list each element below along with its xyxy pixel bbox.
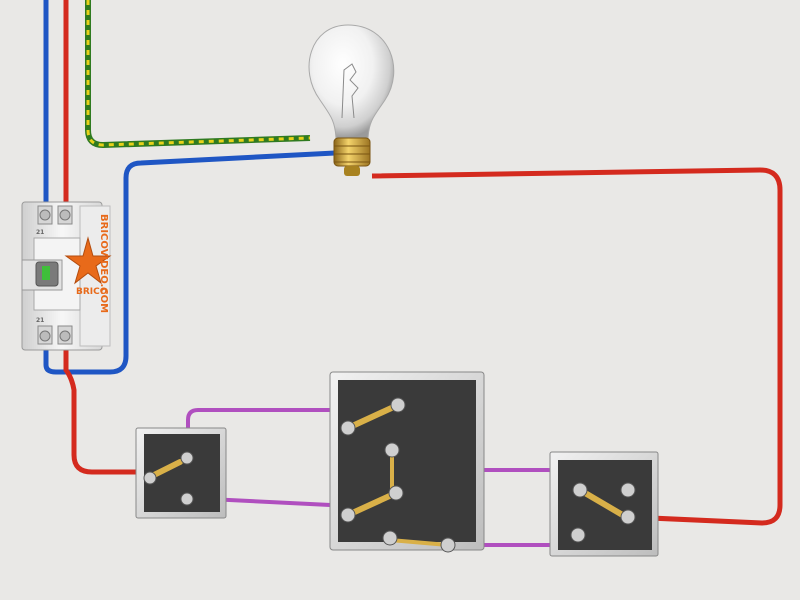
breaker-green-indicator [42,266,50,280]
terminal-screw-icon [388,485,404,501]
terminal-screw-icon [570,527,586,543]
screw-icon [39,330,51,342]
terminal-label-top: 21 [36,229,44,236]
terminal-screw-icon [143,471,157,485]
neutral-to-lamp-wire [43,150,336,375]
brand-star-logo [64,236,112,285]
terminal-screw-icon [384,442,400,458]
internal-link [389,538,449,547]
lamp-return-wire [371,167,783,526]
screw-icon [39,209,51,221]
terminal-label-bottom: 21 [36,317,44,324]
terminal-screw-icon [382,530,398,546]
earth-wire-stripes [86,0,311,147]
terminal-screw-icon [620,482,636,498]
terminal-screw-icon [340,420,356,436]
earth-wire [85,0,311,149]
light-bulb [308,24,395,176]
brand-vertical-text: BRICOVIDEO.COM [98,214,109,313]
screw-icon [59,209,71,221]
terminal-screw-icon [572,482,588,498]
switch-lever [577,487,629,520]
terminal-screw-icon [340,507,356,523]
switch-lever [345,490,399,518]
brand-logo-text: BRICO [76,287,108,297]
switch-lever [345,402,401,431]
terminal-screw-icon [180,492,194,506]
terminal-screw-icon [180,451,194,465]
circuit-breaker: 21 21 BRICO BRICOVIDEO.COM [21,201,112,351]
intermediate-switch[interactable] [329,371,485,553]
terminal-screw-icon [390,397,406,413]
phase-to-switch-wire [63,345,150,475]
two-way-switch-right[interactable] [549,451,659,557]
two-way-switch-left[interactable] [135,427,227,519]
screw-icon [59,330,71,342]
terminal-screw-icon [620,509,636,525]
filament-icon [341,63,359,119]
terminal-screw-icon [440,537,456,553]
